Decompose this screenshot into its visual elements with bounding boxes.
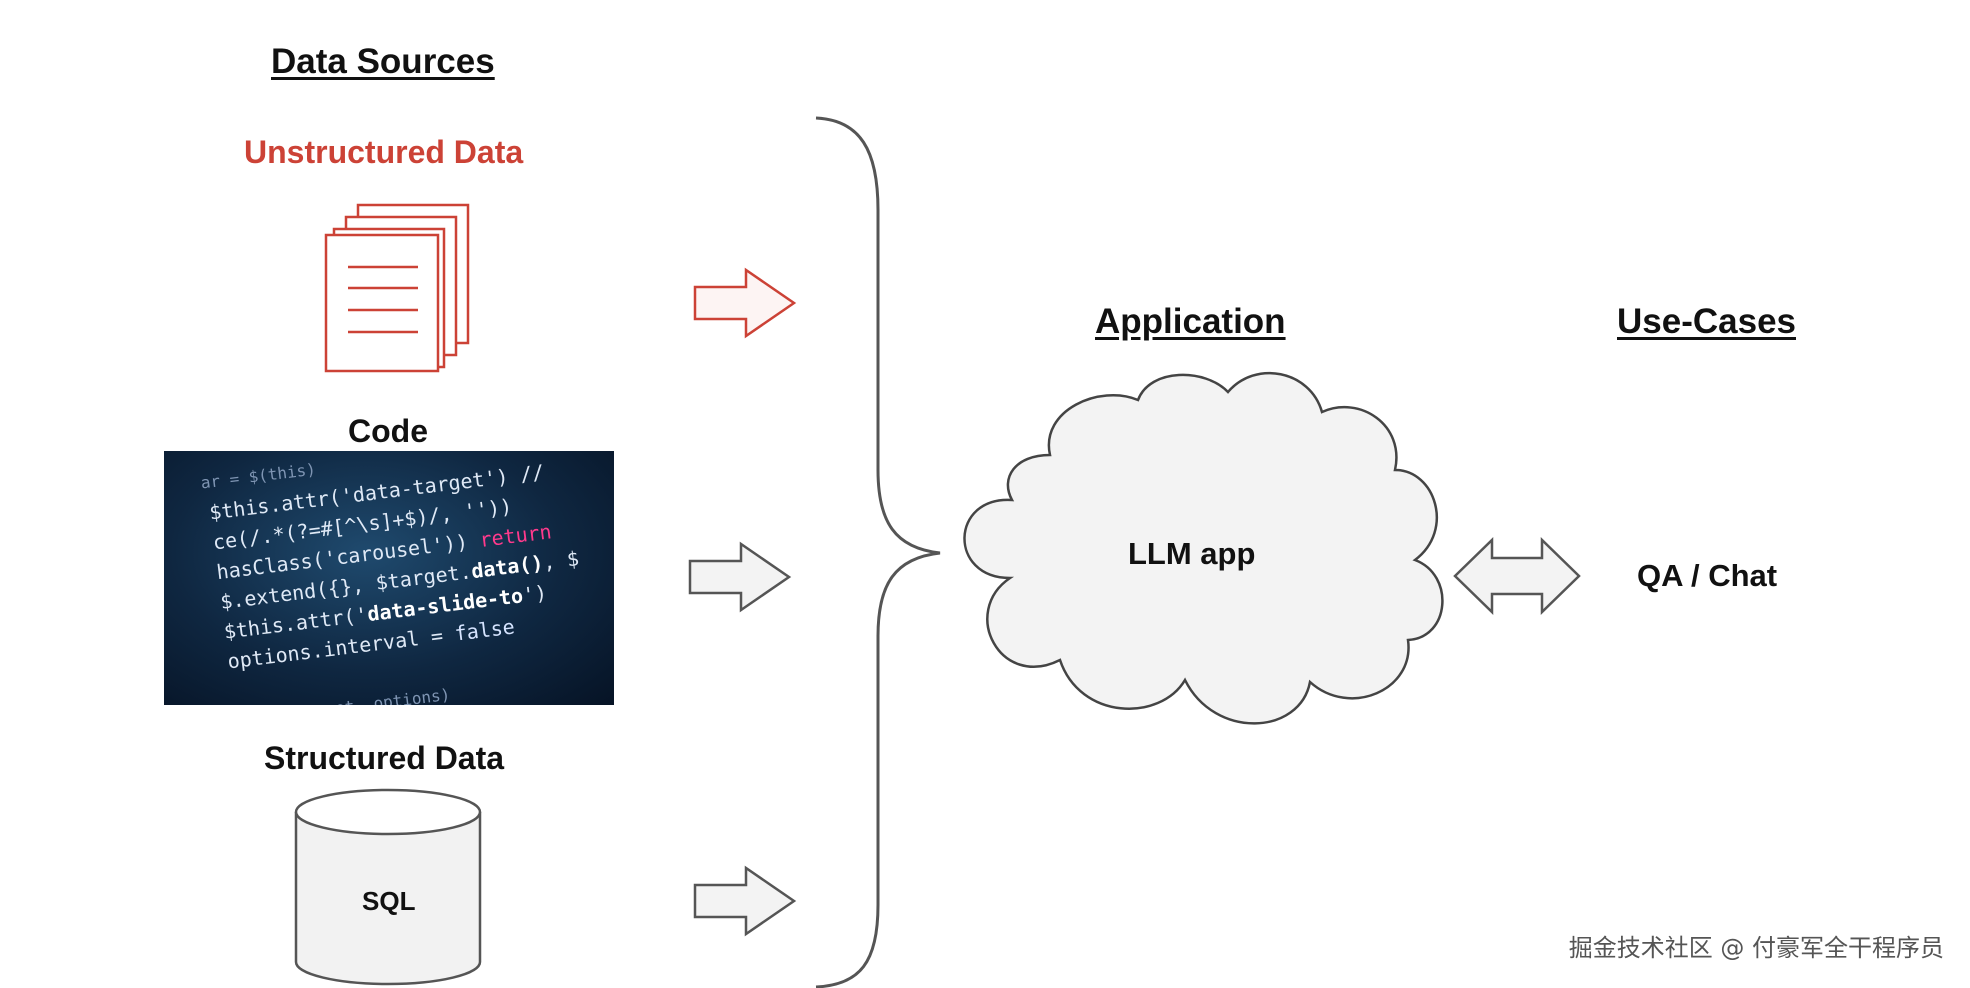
database-cylinder-icon — [294, 788, 482, 986]
code-image: ar = $(this) $this.attr('data-target') /… — [164, 451, 614, 705]
arrow-structured-icon — [693, 865, 797, 937]
arrow-unstructured-icon — [693, 267, 797, 339]
document-stack-icon — [324, 203, 470, 373]
label-structured-data: Structured Data — [264, 740, 505, 776]
use-case-qa-chat: QA / Chat — [1637, 558, 1778, 593]
label-unstructured-data: Unstructured Data — [244, 134, 524, 170]
arrow-code-icon — [688, 541, 792, 613]
label-code: Code — [348, 413, 428, 449]
curly-brace-icon — [815, 116, 941, 988]
sql-label: SQL — [362, 886, 416, 916]
cloud-label-llm-app: LLM app — [1128, 536, 1256, 571]
bidirectional-arrow-icon — [1453, 537, 1581, 615]
heading-data-sources: Data Sources — [271, 42, 495, 81]
watermark-text: 掘金技术社区 @ 付豪军全干程序员 — [1568, 934, 1944, 962]
heading-use-cases: Use-Cases — [1617, 302, 1796, 341]
heading-application: Application — [1095, 302, 1286, 341]
cloud-icon — [963, 371, 1444, 725]
